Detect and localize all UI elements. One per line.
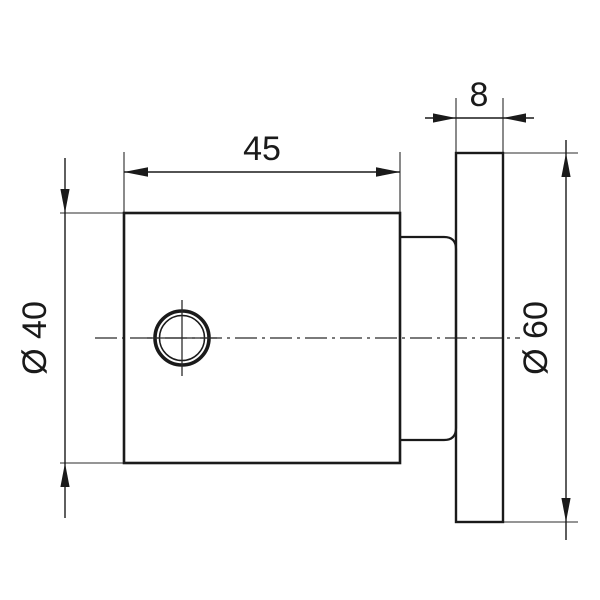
counterbore-hole	[147, 300, 217, 376]
dimension-diameter-60: Ø 60	[517, 140, 571, 540]
arrowhead-d40-bottom	[60, 463, 70, 487]
dim-label-diameter-40: Ø 40	[16, 301, 54, 375]
arrowhead-45-left	[124, 167, 148, 177]
arrowhead-d60-bottom	[561, 498, 571, 522]
dim-label-diameter-60: Ø 60	[517, 301, 555, 375]
arrowhead-8-left	[433, 113, 456, 123]
dim-label-8: 8	[470, 76, 489, 114]
arrowhead-d60-top	[561, 153, 571, 177]
arrowhead-45-right	[376, 167, 400, 177]
arrowhead-8-right	[503, 113, 526, 123]
dimension-8: 8	[425, 76, 534, 123]
dimension-diameter-40: Ø 40	[16, 158, 70, 518]
dim-label-45: 45	[243, 130, 281, 168]
extension-lines-group	[60, 98, 578, 523]
flange-plate-outline	[454, 151, 505, 524]
main-body-outline	[122, 211, 402, 465]
arrowhead-d40-top	[60, 189, 70, 213]
dimension-45: 45	[124, 130, 400, 177]
